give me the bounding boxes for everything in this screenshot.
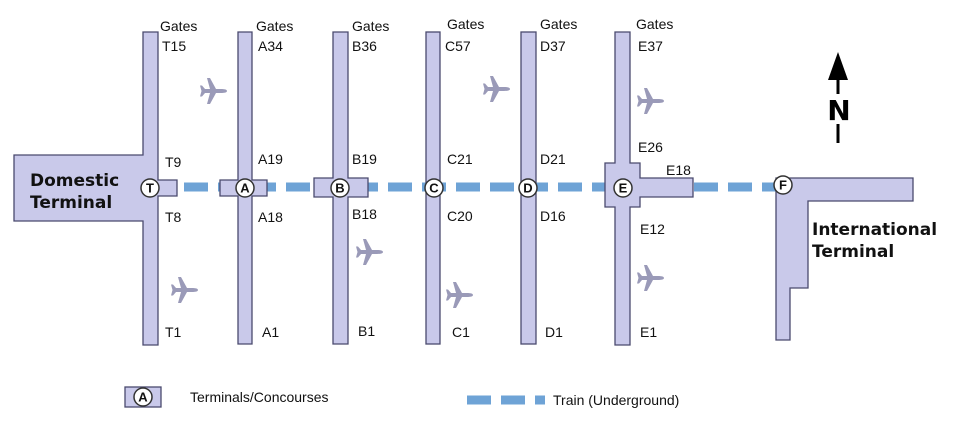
svg-text:A: A [240,181,250,196]
gate-label: A34 [258,38,283,54]
domestic-terminal-building [13,31,178,346]
gate-label: E37 [638,38,663,54]
gate-label: C57 [445,38,471,54]
station-marker-c: C [424,178,444,198]
international-terminal-building [775,177,914,341]
domestic-terminal-label: Domestic [30,171,119,191]
gates-header: Gates [256,18,293,34]
svg-text:B: B [335,181,344,196]
international-terminal-label: International [812,220,937,240]
gate-label: D1 [545,324,563,340]
gate-label: E1 [640,324,657,340]
gate-label: D37 [540,38,566,54]
legend-concourse-label: Terminals/Concourses [190,389,329,405]
gate-label: T15 [162,38,186,54]
gate-label: T9 [165,154,182,170]
station-marker-t: T [140,178,160,198]
international-terminal-label: Terminal [812,242,894,262]
gates-header: Gates [636,16,673,32]
gates-header: Gates [447,16,484,32]
svg-text:D: D [523,181,532,196]
gate-label: B18 [352,206,377,222]
svg-text:F: F [779,178,787,193]
legend-station-marker: A [133,387,153,407]
gate-label: A1 [262,324,279,340]
legend: A Terminals/Concourses Train (Undergroun… [124,386,679,408]
gate-label: E18 [666,162,691,178]
gate-label: T1 [165,324,182,340]
gate-label: T8 [165,209,182,225]
gate-label: B1 [358,323,375,339]
gate-label: C21 [447,151,473,167]
airplane-icon [171,277,198,303]
gate-label: B19 [352,151,377,167]
gate-label: B36 [352,38,377,54]
gate-label: C20 [447,208,473,224]
gate-label: E26 [638,139,663,155]
svg-text:E: E [619,181,628,196]
airplane-icon [356,239,383,265]
gate-label: E12 [640,221,665,237]
airplane-icon [483,76,510,102]
gates-header: Gates [352,18,389,34]
airplane-icon [200,78,227,104]
north-label: N [827,94,850,127]
station-marker-a: A [235,178,255,198]
gate-label: D16 [540,208,566,224]
airplane-icon [637,265,664,291]
concourse-e-building [604,31,694,346]
north-label-backing [828,94,850,124]
gate-label: A18 [258,209,283,225]
station-marker-d: D [518,178,538,198]
svg-text:T: T [146,181,154,196]
station-marker-b: B [330,178,350,198]
station-marker-f: F [773,175,793,195]
station-marker-e: E [613,178,633,198]
gates-header: Gates [540,16,577,32]
gate-label: A19 [258,151,283,167]
domestic-terminal-label: Terminal [30,193,112,213]
airplane-icon [446,282,473,308]
gates-header: Gates [160,18,197,34]
legend-train-label: Train (Underground) [553,392,679,408]
gate-label: D21 [540,151,566,167]
airplane-icon [637,88,664,114]
gate-label: C1 [452,324,470,340]
svg-text:C: C [429,181,439,196]
svg-text:A: A [138,390,148,405]
